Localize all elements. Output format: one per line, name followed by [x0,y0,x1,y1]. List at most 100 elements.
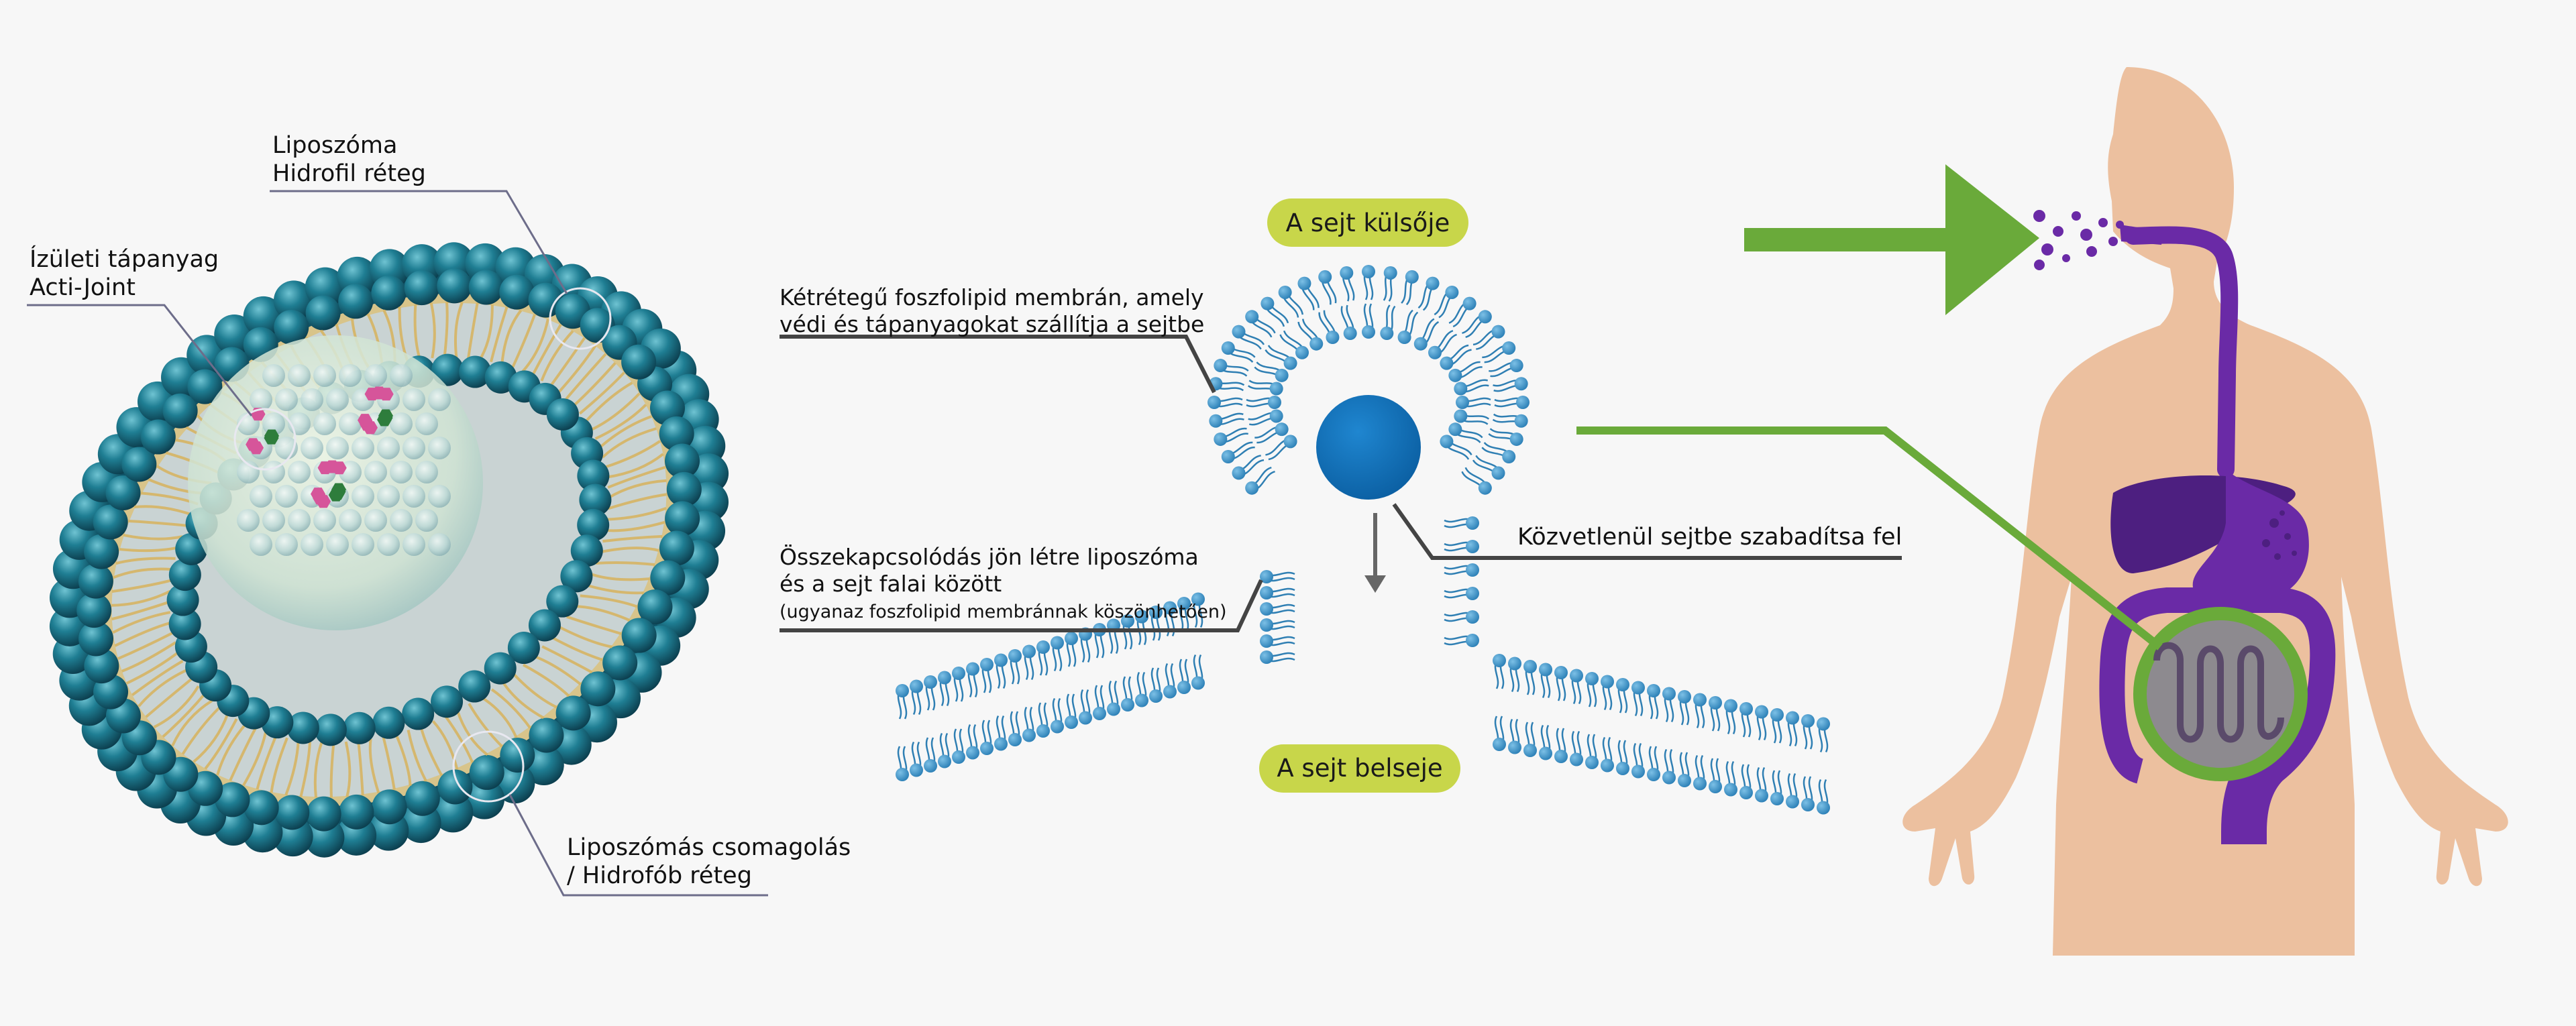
lipid-head [1801,798,1815,811]
lipid-head [1340,266,1354,280]
lipid-tail [444,715,474,763]
outer-head-group [84,648,119,684]
lipid-tail [580,594,638,608]
outer-head-group [244,790,279,825]
outer-head-group [664,443,700,479]
lipid-head [1232,466,1246,480]
lipid-tail [480,695,518,738]
lipid-tail [111,600,170,621]
outer-head-group [187,369,223,404]
lipid-head [1755,705,1768,719]
lipid-head [1523,744,1537,757]
small-intestine-folds [2153,642,2284,743]
lipid-head [1232,325,1246,339]
lipid-head [1739,702,1753,716]
lipid-head [1121,614,1134,628]
lipid-head [1514,377,1528,391]
esophagus [2125,226,2239,478]
lipid-head [1724,699,1737,713]
nutrient-molecule [246,438,261,451]
lipid-tail [531,324,562,377]
lipid-head [1662,771,1676,785]
lipid-tail [431,720,459,770]
lipid-tail [550,635,603,661]
lipid-tail [313,741,323,798]
lipid-tail [584,382,633,423]
membrane-leader-line [780,335,1216,394]
lipid-tail [357,740,364,795]
lipid-head [966,662,979,676]
lipid-head [1362,325,1375,339]
outer-head-group [437,769,473,805]
core-ball [428,485,451,508]
outer-head-group [78,621,114,657]
lipid-tail [193,713,229,763]
lipid-head [1260,586,1273,600]
outer-head-group [529,718,564,753]
lipid-head [1502,341,1516,355]
hydrophobic-leader-line [508,794,768,897]
packaging-label: Liposzómás csomagolás / Hidrofób réteg [567,834,858,889]
lipid-tail [162,693,206,738]
lipid-tail [578,372,625,415]
lipid-head [1326,330,1340,344]
lipid-tail [512,672,557,709]
svg-text:A sejt külsője: A sejt külsője [1286,209,1450,237]
lipid-head [1662,687,1676,701]
lipid-head [1297,276,1311,290]
core-ball [364,509,387,532]
lipid-head [1817,717,1830,731]
liposome-leader-lines [27,190,768,897]
inner-head-group [314,714,347,746]
outer-head-group [76,593,112,628]
lipid-head [966,746,979,760]
lipid-tail [171,699,213,746]
lipid-tail [606,507,667,521]
lipid-head [1786,711,1799,725]
intake-arrow [1744,164,2039,315]
outer-head-group [665,501,700,536]
lipid-head [1770,792,1784,805]
outer-head-group [494,763,535,804]
lipid-tail [270,737,288,793]
inner-head-group [372,706,405,739]
nutrient-molecule [328,488,343,502]
hydrophilic-label: Liposzóma Hidrofil réteg [272,132,426,187]
core-ball [390,412,413,435]
lipid-tail [490,306,508,363]
inner-head-group [431,353,464,386]
lipid-head [1268,396,1281,409]
inner-head-group [546,585,579,618]
core-ball [301,533,323,556]
core-ball [288,509,311,532]
liposome-outer-head-groups [49,242,729,858]
lipid-head [1214,432,1228,446]
lipid-head [994,653,1008,667]
core-ball [339,364,362,387]
outer-head-group [602,645,638,681]
inner-head-group [546,398,579,431]
outer-head-group [659,416,694,451]
core-ball [352,533,374,556]
lipid-head [1478,481,1492,495]
outer-head-group [659,530,694,566]
inner-head-group [343,711,376,744]
lipid-head [924,759,937,773]
lipid-head [1770,708,1784,722]
lipid-head [1177,597,1191,610]
core-ball [402,437,425,459]
lipid-head [1801,714,1815,728]
core-ball [275,533,298,556]
lipid-head [1523,660,1537,673]
core-ball [352,437,374,459]
inner-head-group [484,652,517,685]
lipid-tail [467,302,479,359]
lipid-head [952,750,965,764]
lipid-head [1065,716,1078,729]
outer-head-group [78,563,113,599]
outer-head-group [305,295,341,331]
lipid-head [1260,650,1273,664]
lipid-head [1397,330,1411,344]
inside-pill: A sejt belseje [1259,744,1460,793]
nutrient-leader-line [27,304,253,416]
